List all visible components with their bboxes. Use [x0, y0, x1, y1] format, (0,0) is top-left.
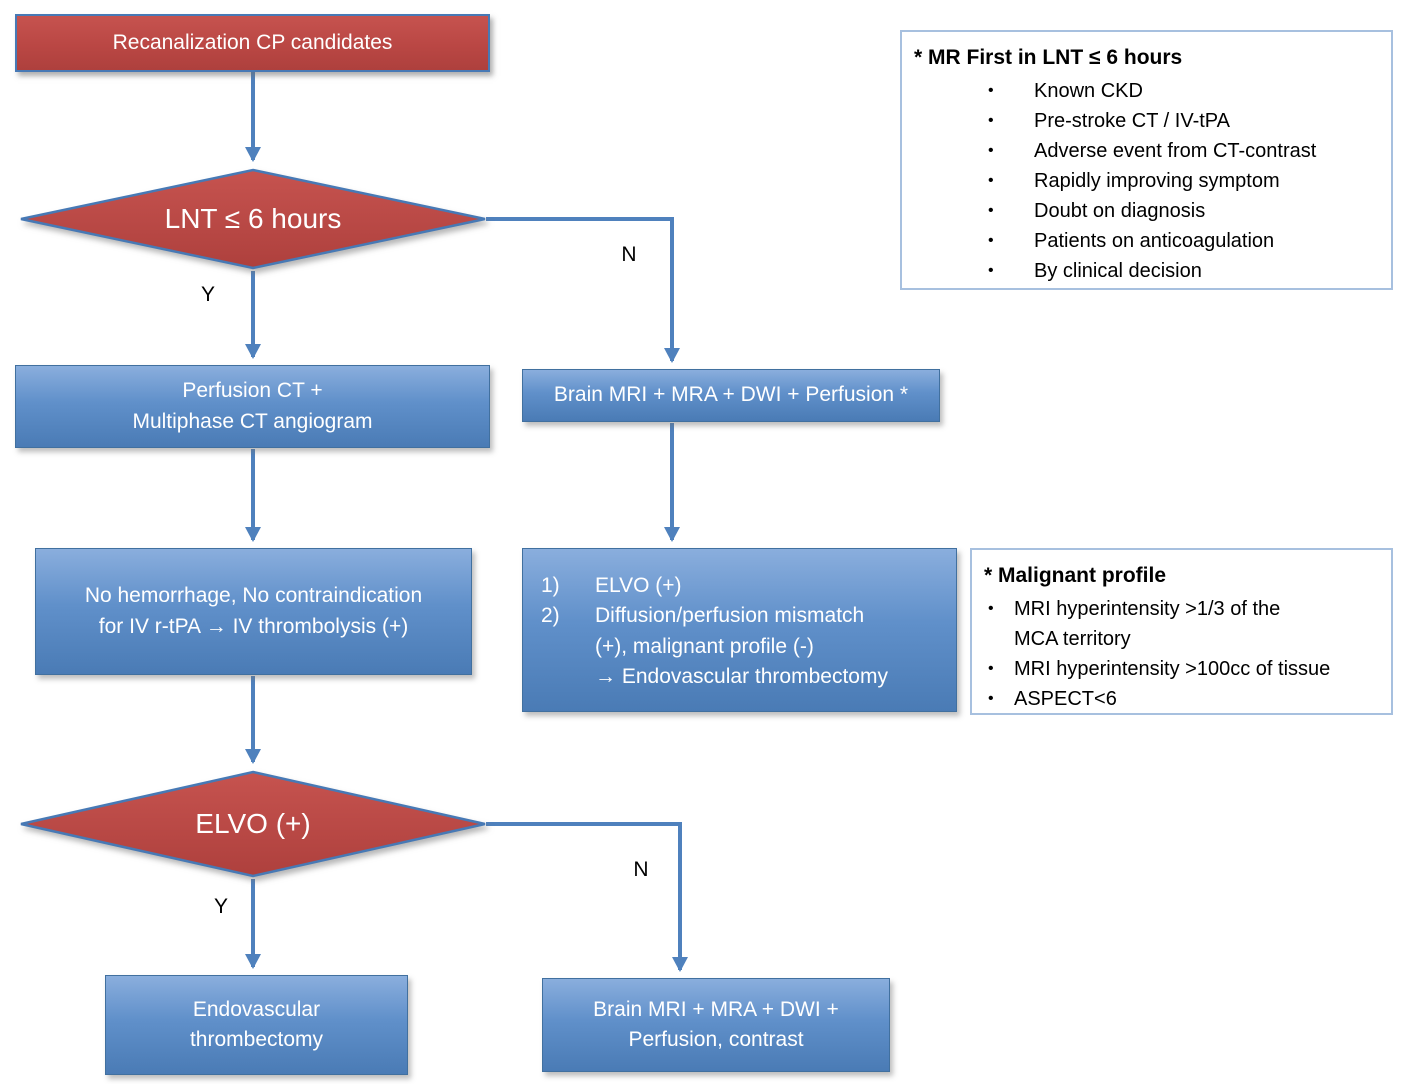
- diamond-shape: [20, 168, 486, 270]
- diamond-shape: [20, 770, 486, 878]
- node-perfusion-ct-label: Perfusion CT + Multiphase CT angiogram: [132, 379, 373, 433]
- node-brain-mri-contrast-label: Brain MRI + MRA + DWI + Perfusion, contr…: [593, 997, 839, 1051]
- note-item: • MRI hyperintensity >100cc of tissue: [988, 654, 1379, 684]
- elvo-criteria-list: 1) ELVO (+) 2) Diffusion/perfusion misma…: [541, 571, 938, 693]
- note-item: • Known CKD: [988, 76, 1379, 106]
- node-brain-mri-contrast: Brain MRI + MRA + DWI + Perfusion, contr…: [542, 978, 890, 1072]
- node-decision-lnt-label: LNT ≤ 6 hours: [164, 203, 342, 234]
- bullet-icon: •: [988, 232, 994, 250]
- bullet-icon: •: [988, 600, 994, 618]
- node-endovascular: Endovascular thrombectomy: [105, 975, 408, 1075]
- node-decision-elvo: ELVO (+): [18, 770, 488, 878]
- note-item: • MRI hyperintensity >1/3 of the MCA ter…: [988, 594, 1379, 654]
- node-perfusion-ct: Perfusion CT + Multiphase CT angiogram: [15, 365, 490, 448]
- branch-label-lnt-no: N: [621, 243, 637, 266]
- node-brain-mri: Brain MRI + MRA + DWI + Perfusion *: [522, 369, 940, 422]
- list-item: 1) ELVO (+): [541, 571, 938, 601]
- note-item: • Pre-stroke CT / IV-tPA: [988, 106, 1379, 136]
- bullet-icon: •: [988, 202, 994, 220]
- list-item-result: → Endovascular thrombectomy: [595, 665, 888, 689]
- bullet-icon: •: [988, 262, 994, 280]
- bullet-icon: •: [988, 172, 994, 190]
- node-decision-elvo-label: ELVO (+): [195, 808, 311, 839]
- list-item-text: Diffusion/perfusion mismatch (+), malign…: [595, 604, 865, 658]
- note-item: • Adverse event from CT-contrast: [988, 136, 1379, 166]
- node-start: Recanalization CP candidates: [15, 14, 490, 72]
- node-no-hemorrhage: No hemorrhage, No contraindication for I…: [35, 548, 472, 675]
- node-elvo-criteria: 1) ELVO (+) 2) Diffusion/perfusion misma…: [522, 548, 957, 712]
- note-item: • Doubt on diagnosis: [988, 196, 1379, 226]
- note-malignant-title: * Malignant profile: [984, 564, 1167, 587]
- list-item: 2) Diffusion/perfusion mismatch (+), mal…: [541, 601, 938, 692]
- branch-label-elvo-no: N: [633, 858, 649, 881]
- note-malignant-list: • MRI hyperintensity >1/3 of the MCA ter…: [984, 594, 1379, 714]
- bullet-icon: •: [988, 660, 994, 678]
- list-item-number: 2): [541, 604, 560, 628]
- note-mr-first: * MR First in LNT ≤ 6 hours • Known CKD …: [900, 30, 1393, 290]
- node-decision-lnt: LNT ≤ 6 hours: [18, 168, 488, 270]
- bullet-icon: •: [988, 142, 994, 160]
- bullet-icon: •: [988, 690, 994, 708]
- node-brain-mri-label: Brain MRI + MRA + DWI + Perfusion *: [553, 383, 909, 407]
- note-mr-first-title: * MR First in LNT ≤ 6 hours: [914, 46, 1183, 69]
- bullet-icon: •: [988, 82, 994, 100]
- node-start-label: Recanalization CP candidates: [112, 31, 393, 54]
- list-item-number: 1): [541, 574, 560, 597]
- node-no-hemorrhage-label: No hemorrhage, No contraindication for I…: [84, 584, 423, 638]
- branch-label-lnt-yes: Y: [200, 283, 215, 306]
- list-item-text: ELVO (+): [595, 574, 682, 597]
- branch-label-elvo-yes: Y: [213, 895, 228, 918]
- note-item: • Rapidly improving symptom: [988, 166, 1379, 196]
- note-item: • ASPECT<6: [988, 684, 1379, 714]
- note-malignant-profile: * Malignant profile • MRI hyperintensity…: [970, 548, 1393, 715]
- bullet-icon: •: [988, 112, 994, 130]
- note-item: • By clinical decision: [988, 256, 1379, 286]
- note-mr-first-list: • Known CKD • Pre-stroke CT / IV-tPA • A…: [914, 76, 1379, 286]
- note-item: • Patients on anticoagulation: [988, 226, 1379, 256]
- node-endovascular-label: Endovascular thrombectomy: [189, 997, 324, 1051]
